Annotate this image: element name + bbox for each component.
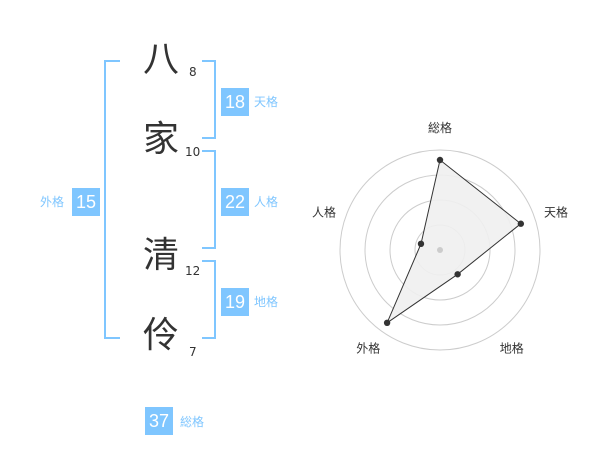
gaikaku-value-badge: 15 <box>72 188 100 216</box>
name-char-2: 家 <box>143 119 180 160</box>
jinkaku-value-badge: 22 <box>221 188 249 216</box>
name-char-4: 伶 <box>143 315 180 356</box>
radar-axis-label-5: 人格 <box>312 204 336 219</box>
jinkaku-label: 人格 <box>254 195 279 209</box>
chikaku-value-badge: 19 <box>221 288 249 316</box>
tenkaku-label: 天格 <box>254 95 279 109</box>
tenkaku-value-badge: 18 <box>221 88 249 116</box>
soukaku-value-badge: 37 <box>145 407 173 435</box>
chikaku-label: 地格 <box>254 295 279 309</box>
radar-point-4 <box>383 319 391 327</box>
radar-ring-4 <box>339 149 541 351</box>
name-char-3: 清 <box>143 235 180 276</box>
stroke-count-2: 10 <box>185 145 201 159</box>
radar-point-5 <box>417 240 425 248</box>
stroke-count-3: 12 <box>185 264 201 278</box>
jinkaku-bracket <box>202 150 216 249</box>
radar-axis-label-4: 外格 <box>356 341 380 356</box>
soukaku-label: 総格 <box>180 415 205 429</box>
radar-center-point <box>437 247 443 253</box>
chikaku-bracket <box>202 260 216 339</box>
gaikaku-bracket <box>104 60 120 339</box>
radar-axis-label-2: 天格 <box>544 204 568 219</box>
name-char-1: 八 <box>143 39 180 80</box>
radar-axis-label-3: 地格 <box>500 341 524 356</box>
radar-axis-label-1: 総格 <box>428 120 452 135</box>
stroke-count-4: 7 <box>189 345 197 359</box>
tenkaku-bracket <box>202 60 216 139</box>
stroke-count-1: 8 <box>189 65 197 79</box>
radar-point-1 <box>436 156 444 164</box>
radar-point-3 <box>454 271 461 278</box>
radar-point-2 <box>517 220 525 227</box>
radar-polygon <box>385 159 522 325</box>
gaikaku-label: 外格 <box>40 195 65 209</box>
